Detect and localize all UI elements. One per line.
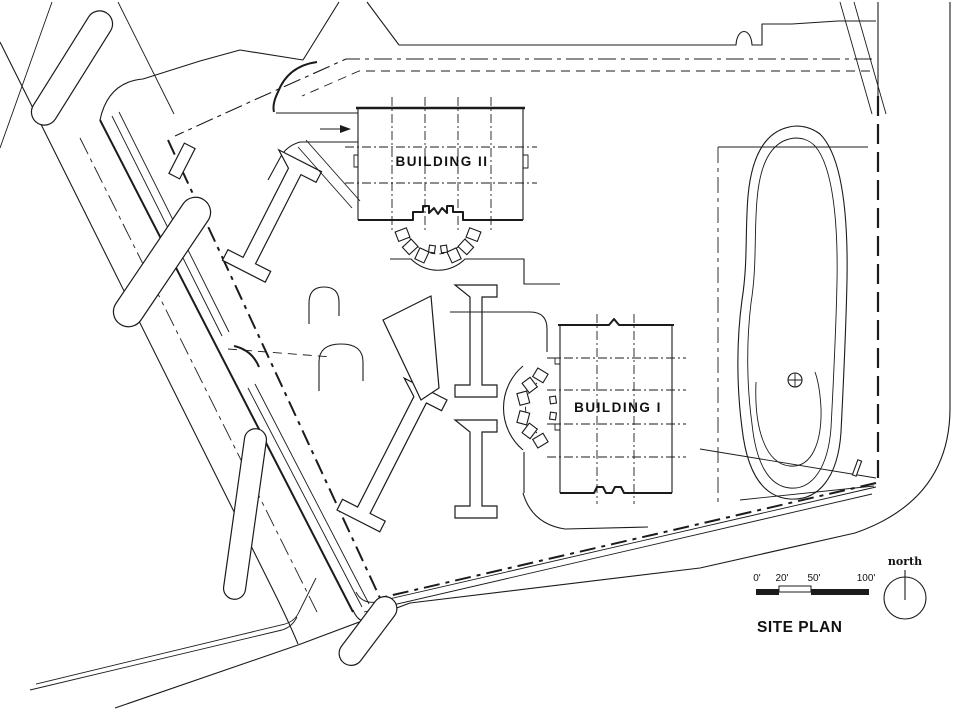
- culvert-tick: [851, 459, 863, 477]
- column-grid: [547, 314, 686, 504]
- colonnade-segment: [548, 395, 558, 405]
- parking-island-wedge: [382, 295, 440, 401]
- building-i-south-wall: [560, 486, 672, 494]
- colonnade-arc: [525, 382, 538, 434]
- outer-road-edge: [114, 2, 951, 709]
- left-road-edge: [0, 1, 175, 149]
- wall-bumps: [353, 154, 529, 169]
- top-road-centerline: [174, 58, 872, 137]
- pond-outer-contour: [737, 125, 848, 500]
- colonnade-segment: [531, 432, 549, 449]
- driveway-curb: [233, 345, 260, 368]
- colonnade-arc: [405, 228, 471, 255]
- top-road-south-dashed: [301, 70, 870, 97]
- colonnade-building-i: [516, 367, 558, 449]
- colonnade-segment: [531, 367, 549, 384]
- top-road-north-edge: [399, 20, 876, 46]
- driveway-entry-curb: [272, 61, 318, 113]
- colonnade-segment: [414, 247, 430, 264]
- crossing-path-lines: [839, 1, 887, 115]
- scale-tick-0: 0': [753, 573, 761, 584]
- building-i-label: BUILDING I: [574, 400, 662, 415]
- road-exit-north-edges: [302, 1, 400, 61]
- colonnade-segment: [521, 422, 539, 440]
- pond-inner-contour: [747, 137, 838, 489]
- wall-bumps: [554, 357, 560, 431]
- sheet-title: SITE PLAN: [757, 619, 842, 636]
- top-road-south-edge: [142, 49, 304, 80]
- parking-island-i: [453, 284, 498, 398]
- courtyard-walk: [390, 258, 560, 285]
- boulevard-east-curb: [99, 119, 354, 613]
- building-ii-south-wall: [358, 205, 523, 221]
- building-i: BUILDING I: [547, 314, 686, 504]
- property-line-west: [167, 139, 381, 599]
- boulevard-sidewalk: [111, 115, 363, 608]
- boulevard-lane-line: [79, 137, 319, 615]
- parking-island-i: [221, 148, 323, 283]
- median-island: [222, 428, 268, 600]
- driveway-south-edge: [267, 141, 358, 181]
- colonnade-segment: [516, 390, 531, 406]
- colonnade-segment: [401, 238, 419, 256]
- scale-tick-100: 100': [857, 573, 876, 584]
- hooked-curb: [318, 343, 364, 391]
- median-island: [112, 196, 212, 328]
- survey-marker-icon: [787, 372, 803, 388]
- swale-lines: [699, 448, 877, 501]
- building-ii-side-walls: [357, 108, 524, 220]
- hooked-curb: [308, 286, 340, 324]
- colonnade-segment: [394, 227, 411, 243]
- lot-south-edge: [522, 492, 649, 530]
- median-island: [30, 10, 114, 126]
- colonnade-segment: [465, 227, 482, 243]
- entry-walk-arc: [502, 365, 524, 451]
- parking-island-i: [453, 419, 498, 519]
- colonnade-segment: [521, 376, 539, 394]
- sidewalk-line: [363, 493, 873, 613]
- parking-island: [168, 142, 196, 180]
- boulevard-west-edge: [0, 41, 299, 645]
- corner-curve-top: [99, 78, 144, 121]
- boulevard: [0, 1, 398, 666]
- colonnade-segment: [516, 410, 531, 426]
- building-i-north-wall: [558, 318, 674, 326]
- scale-bar: 0' 20' 50' 100': [753, 573, 875, 595]
- property-line-bottom: [379, 482, 877, 599]
- colonnade-segment: [439, 244, 449, 254]
- right-road: [114, 2, 951, 709]
- annotation-block: 0' 20' 50' 100' north SITE PLAN: [753, 555, 927, 636]
- colonnade-building-ii: [394, 227, 482, 264]
- scale-bar-segment: [756, 589, 779, 595]
- building-ii-label: BUILDING II: [396, 154, 489, 169]
- scale-bar-segment: [778, 585, 812, 593]
- top-road: [99, 1, 887, 137]
- scale-bar-segment: [811, 589, 869, 595]
- building-ii: BUILDING II: [345, 97, 537, 231]
- parking-island-i: [336, 376, 448, 533]
- one-way-arrow-icon: [320, 125, 351, 133]
- colonnade-segment: [548, 411, 558, 421]
- bottom-road: [29, 486, 877, 691]
- colonnade-segment: [446, 247, 462, 264]
- north-arrow: north: [883, 555, 927, 620]
- north-label: north: [888, 555, 922, 568]
- sidewalk-line: [35, 577, 317, 685]
- scale-tick-50: 50': [807, 573, 820, 584]
- site-parking: [168, 61, 649, 533]
- courtyard-walk: [450, 311, 548, 352]
- pond-deep-contour: [755, 371, 822, 467]
- scale-tick-20: 20': [775, 573, 788, 584]
- pond: [699, 125, 877, 505]
- walkway-edge: [297, 139, 361, 209]
- median-island: [338, 596, 398, 666]
- colonnade-segment: [457, 238, 475, 256]
- building-i-side-walls: [559, 325, 673, 493]
- colonnade-segment: [427, 244, 437, 254]
